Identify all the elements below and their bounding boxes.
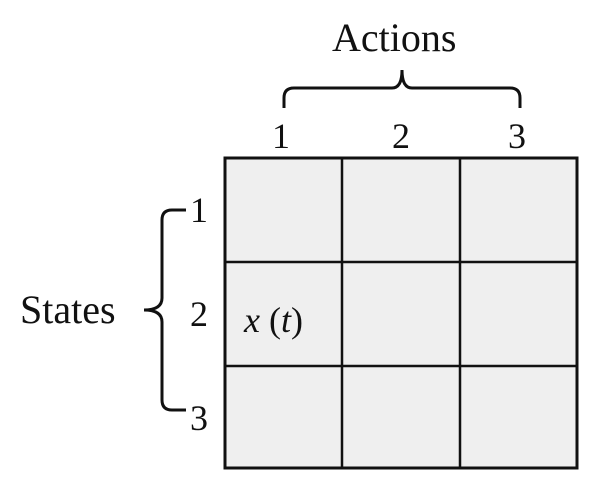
cell-argument: t (280, 300, 291, 340)
grid-outline (223, 156, 579, 470)
state-number-3: 3 (190, 398, 208, 438)
actions-brace-path (282, 69, 522, 108)
cell-variable: x (244, 300, 260, 340)
cell-paren-close: ) (291, 300, 303, 340)
state-number-2: 2 (190, 294, 208, 334)
action-number-3: 3 (508, 116, 526, 156)
cell-state2-action1: x (t) (244, 302, 303, 338)
actions-label: Actions (332, 15, 457, 60)
states-label: States (20, 287, 116, 332)
grid-background (225, 158, 577, 468)
states-brace-path (143, 208, 186, 412)
state-number-1: 1 (190, 190, 208, 230)
cell-paren-open: ( (268, 300, 281, 340)
action-number-1: 1 (272, 116, 290, 156)
action-number-2: 2 (392, 116, 410, 156)
